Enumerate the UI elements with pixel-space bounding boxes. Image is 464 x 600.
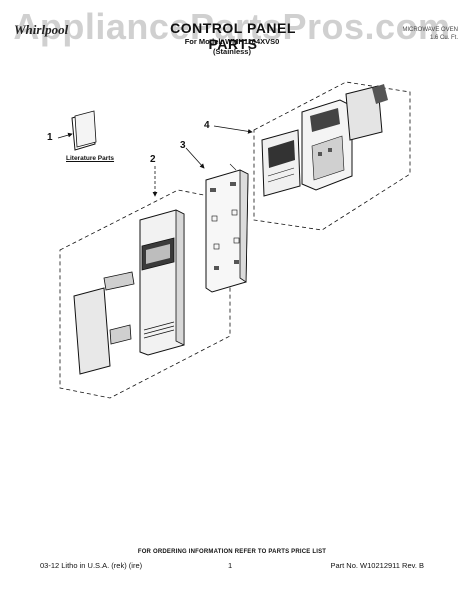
page-number: 1 [228, 561, 233, 570]
ordering-note: FOR ORDERING INFORMATION REFER TO PARTS … [137, 549, 327, 555]
control-board-cover [345, 84, 388, 141]
page-title: CONTROL PANEL PARTS [170, 20, 296, 52]
page-subtitle: For Model: WMH1164XVS0 (Stainless) [140, 37, 324, 57]
literature-parts-label: Literature Parts [66, 155, 115, 162]
control-board-main [301, 99, 353, 191]
membrane-switch-overlay [73, 287, 111, 375]
product-description: MICROWAVE OVEN 1.6 Cu. Ft. [330, 26, 458, 42]
lower-label [109, 324, 132, 345]
control-panel-assembly-group [59, 166, 231, 399]
control-board-group [213, 81, 411, 231]
control-panel-support-bracket [185, 147, 249, 293]
product-line-1: MICROWAVE OVEN [402, 27, 458, 33]
relay-board [261, 129, 301, 197]
print-info: 03-12 Litho in U.S.A. (rek) (ire) [40, 561, 143, 570]
literature-parts-drawing [57, 110, 97, 151]
part-number: Part No. W10212911 Rev. B [330, 561, 424, 570]
variant-line: (Stainless) [213, 47, 251, 56]
model-line: For Model: WMH1164XVS0 [184, 37, 280, 46]
callout-3: 3 [180, 140, 186, 151]
callout-4: 4 [204, 120, 210, 131]
product-line-2: 1.6 Cu. Ft. [429, 35, 458, 41]
callout-2: 2 [150, 154, 156, 165]
brand-logo: Whirlpool [14, 22, 69, 37]
callout-1: 1 [47, 132, 53, 143]
control-panel-front [139, 209, 185, 356]
display-window [103, 271, 135, 291]
